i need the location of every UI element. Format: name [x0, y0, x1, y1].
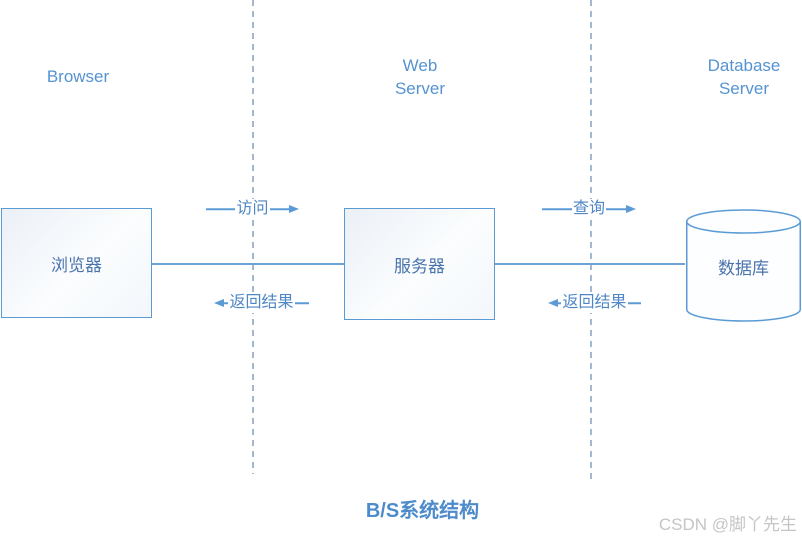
flow-query-arrow: 查询	[542, 198, 636, 220]
connector-browser-server	[151, 263, 344, 265]
arrow-head-left-icon	[548, 299, 558, 307]
flow-query-label: 查询	[571, 199, 606, 219]
node-browser: 浏览器	[1, 208, 152, 318]
diagram-title: B/S系统结构	[365, 500, 480, 522]
flow-access-label: 访问	[235, 199, 270, 219]
node-web-server: 服务器	[344, 208, 495, 320]
lane-divider-left	[252, 0, 254, 474]
flow-return-result-left-label: 返回结果	[228, 293, 295, 313]
lane-header-web-server: Web Server	[365, 54, 475, 100]
lane-header-line: Server	[718, 79, 770, 98]
arrow-head-right-icon	[289, 205, 299, 213]
node-database-label-wrap: 数据库	[685, 209, 802, 323]
node-web-server-label: 服务器	[394, 256, 445, 276]
node-browser-label: 浏览器	[51, 255, 102, 275]
node-database-label: 数据库	[718, 258, 769, 278]
arrow-head-left-icon	[214, 299, 224, 307]
lane-header-browser: Browser	[23, 65, 133, 88]
database-cylinder-icon	[686, 209, 801, 322]
node-database	[685, 209, 802, 323]
csdn-watermark: CSDN @脚丫先生	[658, 515, 797, 534]
lane-header-line: Database	[707, 56, 781, 75]
lane-header-line: Server	[394, 79, 446, 98]
lane-header-line: Browser	[46, 67, 110, 86]
arrow-head-right-icon	[626, 205, 636, 213]
flow-access-arrow: 访问	[206, 198, 299, 220]
flow-return-result-right-label: 返回结果	[561, 293, 628, 313]
flow-return-result-left-arrow: 返回结果	[214, 292, 309, 314]
lane-divider-right	[590, 0, 592, 483]
flow-return-result-right-arrow: 返回结果	[548, 292, 641, 314]
connector-server-database	[495, 263, 685, 265]
lane-header-database-server: Database Server	[689, 54, 799, 100]
lane-header-line: Web	[402, 56, 438, 75]
